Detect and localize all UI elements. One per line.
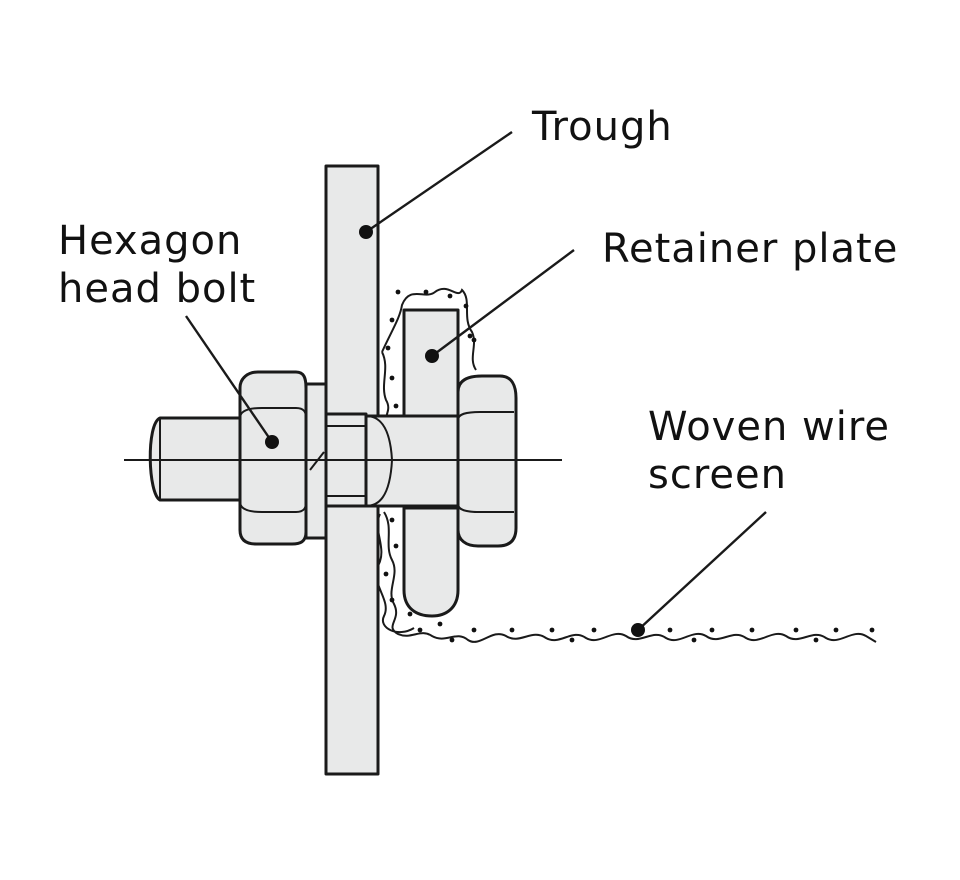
screen-mesh-dots xyxy=(383,289,875,643)
leader-woven-screen xyxy=(631,511,767,637)
label-trough: Trough xyxy=(531,104,673,150)
leader-trough xyxy=(359,131,513,239)
label-woven-line2: screen xyxy=(648,452,787,498)
hexagon-nut-left xyxy=(238,370,328,546)
leader-retainer xyxy=(425,249,575,363)
label-woven-line1: Woven wire xyxy=(648,404,890,450)
label-hexagon-line2: head bolt xyxy=(58,266,256,312)
leader-hexagon-bolt xyxy=(185,315,279,449)
retainer-plate xyxy=(402,308,460,618)
label-hexagon-line1: Hexagon xyxy=(58,218,242,264)
label-retainer-plate: Retainer plate xyxy=(602,226,898,272)
woven-wire-screen xyxy=(375,287,877,643)
